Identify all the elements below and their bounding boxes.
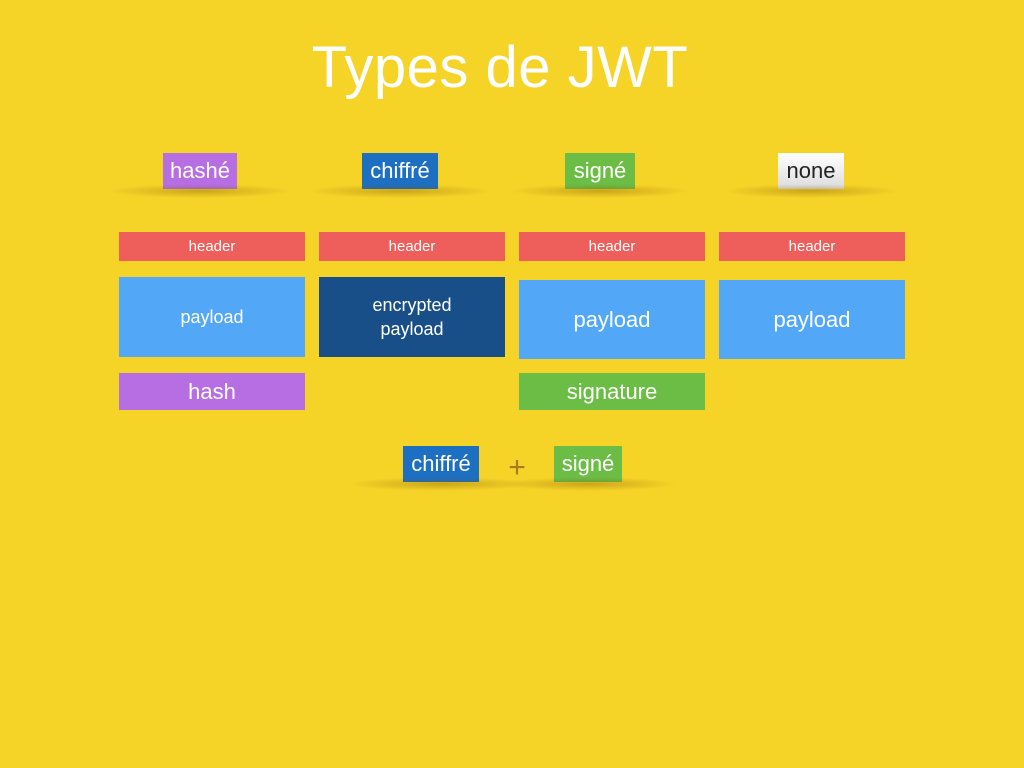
encrypted-payload-block: encrypted payload <box>319 277 505 357</box>
header-block-none: header <box>719 232 905 261</box>
header-block-chiffre: header <box>319 232 505 261</box>
encrypted-payload-line1: encrypted <box>372 295 452 315</box>
hash-block: hash <box>119 373 305 410</box>
payload-block-hashe: payload <box>119 277 305 357</box>
header-label: header <box>788 238 836 255</box>
plus-sign: + <box>508 451 526 484</box>
signature-label: signature <box>566 378 658 404</box>
combo-tag-signe: signé <box>499 446 677 491</box>
payload-label: payload <box>773 306 851 332</box>
tag-none: none <box>723 153 899 198</box>
tag-hashe: hashé <box>108 153 292 198</box>
tag-chiffre: chiffré <box>307 153 493 198</box>
signature-block: signature <box>519 373 705 410</box>
hash-label: hash <box>188 378 236 404</box>
tag-signe: signé <box>510 153 690 198</box>
payload-block-signe: payload <box>519 280 705 359</box>
payload-label: payload <box>180 306 244 327</box>
header-label: header <box>188 238 236 255</box>
combo-tag-chiffre: chiffré <box>348 446 534 491</box>
payload-block-none: payload <box>719 280 905 359</box>
payload-label: payload <box>573 306 651 332</box>
header-label: header <box>588 238 636 255</box>
page-title: Types de JWT <box>311 35 689 100</box>
encrypted-payload-line2: payload <box>380 319 444 339</box>
header-block-hashe: header <box>119 232 305 261</box>
header-block-signe: header <box>519 232 705 261</box>
header-label: header <box>388 238 436 255</box>
